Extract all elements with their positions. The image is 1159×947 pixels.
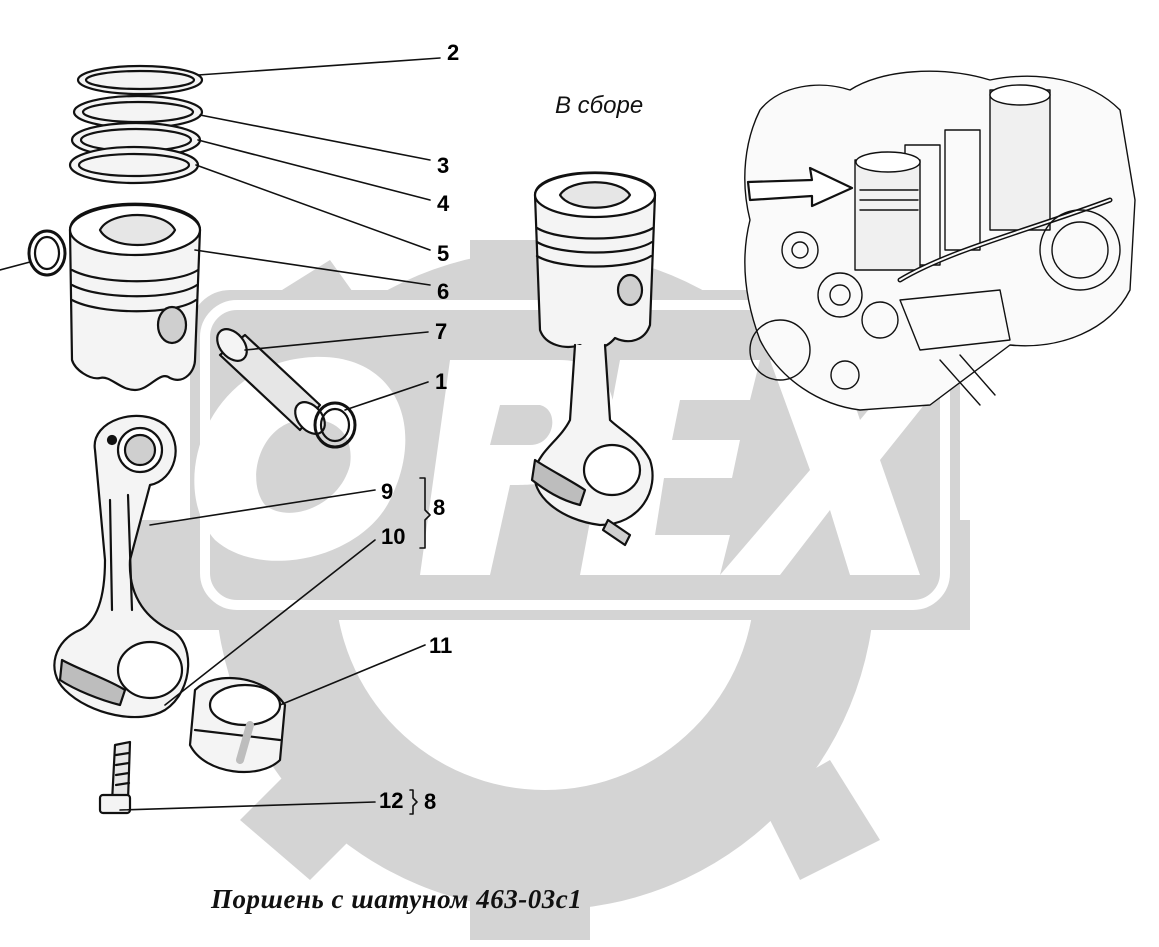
bearing-shells-part <box>188 676 287 774</box>
circlip-left <box>27 229 67 277</box>
diagram-caption: Поршень с шатуном 463-03с1 <box>211 884 583 914</box>
callout-6: 6 <box>437 279 450 304</box>
callout-8-bolt: 8 <box>424 789 437 814</box>
callout-2: 2 <box>447 40 460 65</box>
assembly-label: В сборе <box>555 92 644 119</box>
callout-3: 3 <box>437 153 450 178</box>
callout-9: 9 <box>381 479 394 504</box>
connecting-rod-part <box>53 414 190 719</box>
piston-rings-group <box>68 64 204 185</box>
highlight-arrow-icon <box>746 166 854 208</box>
callout-1: 1 <box>435 369 448 394</box>
callout-12: 12 <box>379 788 404 813</box>
leader-9 <box>149 489 376 526</box>
leader-3 <box>199 114 431 161</box>
circlip-left-inner <box>33 235 61 271</box>
brace-8 <box>419 477 431 549</box>
piston-pin-part <box>216 328 326 435</box>
callout-11: 11 <box>429 633 453 658</box>
leader-5 <box>195 164 431 251</box>
assembled-piston-rod <box>530 171 657 547</box>
bolt-part <box>98 740 132 815</box>
watermark-letter-e <box>580 360 760 575</box>
callout-5: 5 <box>437 241 450 266</box>
callout-7: 7 <box>435 319 448 344</box>
ring-2-inner <box>84 69 196 91</box>
leader-lines <box>0 57 441 815</box>
callout-4: 4 <box>437 191 450 216</box>
leader-11 <box>279 644 426 706</box>
leader-10 <box>164 539 376 706</box>
ring-5 <box>68 145 200 185</box>
gear-tooth <box>240 760 370 880</box>
engine-sketch <box>744 70 1136 411</box>
leader-circlip-left <box>0 261 31 271</box>
ring-5-inner <box>77 152 191 178</box>
leader-4 <box>197 139 431 201</box>
leader-6 <box>194 249 431 286</box>
watermark-letter-p <box>420 360 614 575</box>
watermark-letter-x <box>720 360 960 575</box>
callout-10: 10 <box>381 524 406 549</box>
leader-2 <box>197 57 441 76</box>
leader-12 <box>119 801 376 811</box>
piston-part <box>68 202 202 392</box>
brace-12 <box>409 789 418 815</box>
leader-7 <box>244 331 429 351</box>
circlip-1-inner <box>319 407 351 443</box>
leader-1 <box>344 381 429 411</box>
callout-8-brace: 8 <box>433 495 446 520</box>
circlip-1 <box>313 401 357 449</box>
